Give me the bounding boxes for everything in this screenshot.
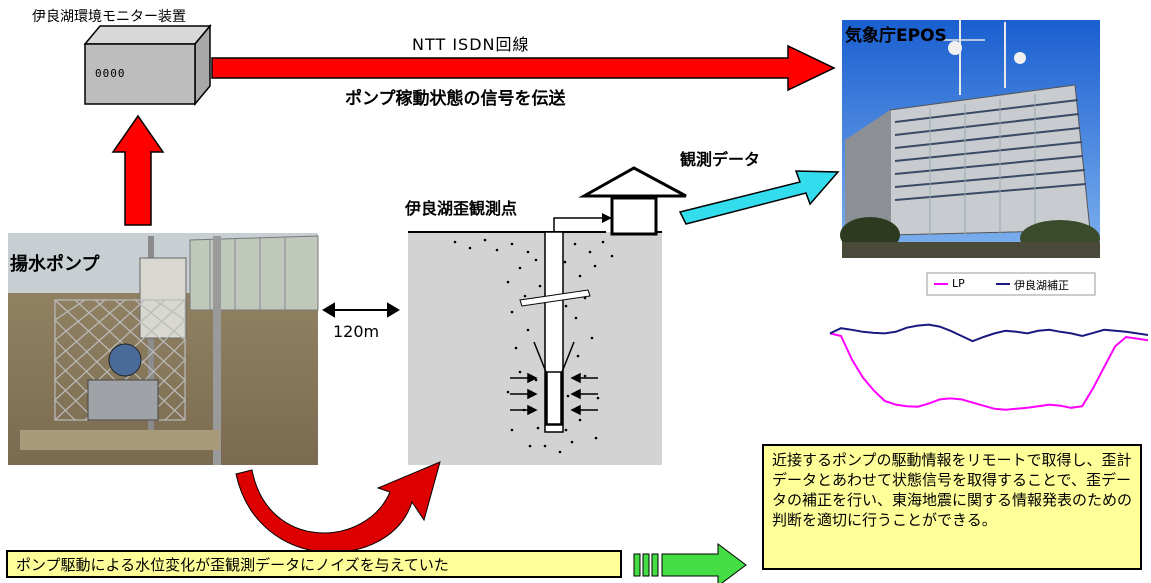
series-line-lp	[829, 332, 1149, 411]
green-arrow	[633, 543, 747, 583]
conclusion-text: 近接するポンプの駆動情報をリモートで取得し、歪計データとあわせて状態信号を取得す…	[772, 451, 1133, 529]
noise-curve-arrow	[235, 461, 441, 553]
signal-label: ポンプ稼動状態の信号を伝送	[345, 89, 566, 109]
jma-building-photo	[840, 20, 1100, 258]
monitor-device	[83, 23, 212, 107]
pump-photo	[8, 233, 319, 465]
chart-plot	[829, 323, 1149, 411]
isdn-signal-arrow	[211, 44, 836, 92]
observation-house	[578, 166, 687, 236]
legend-corrected-label: 伊良湖補正	[1014, 279, 1069, 292]
pump-to-monitor-arrow	[111, 114, 165, 226]
legend-lp-label: LP	[952, 277, 965, 290]
observation-data-label: 観測データ	[680, 150, 761, 169]
distance-arrow	[322, 302, 400, 318]
jma-label: 気象庁EPOS	[845, 26, 947, 46]
isdn-line-label: NTT ISDN回線	[412, 35, 530, 54]
monitor-display: 0000	[95, 67, 126, 80]
chart-legend	[926, 272, 1096, 296]
pump-label: 揚水ポンプ	[10, 254, 100, 275]
distance-label: 120m	[333, 322, 380, 341]
series-line-corrected	[829, 323, 1149, 343]
borehole-cross-section	[408, 213, 662, 465]
station-label: 伊良湖歪観測点	[405, 199, 518, 218]
conclusion-note: 近接するポンプの駆動情報をリモートで取得し、歪計データとあわせて状態信号を取得す…	[762, 444, 1142, 570]
monitor-label: 伊良湖環境モニター装置	[32, 9, 186, 25]
noise-note: ポンプ駆動による水位変化が歪観測データにノイズを与えていた	[6, 550, 622, 578]
noise-text: ポンプ駆動による水位変化が歪観測データにノイズを与えていた	[16, 556, 449, 574]
observation-data-arrow	[678, 170, 840, 225]
